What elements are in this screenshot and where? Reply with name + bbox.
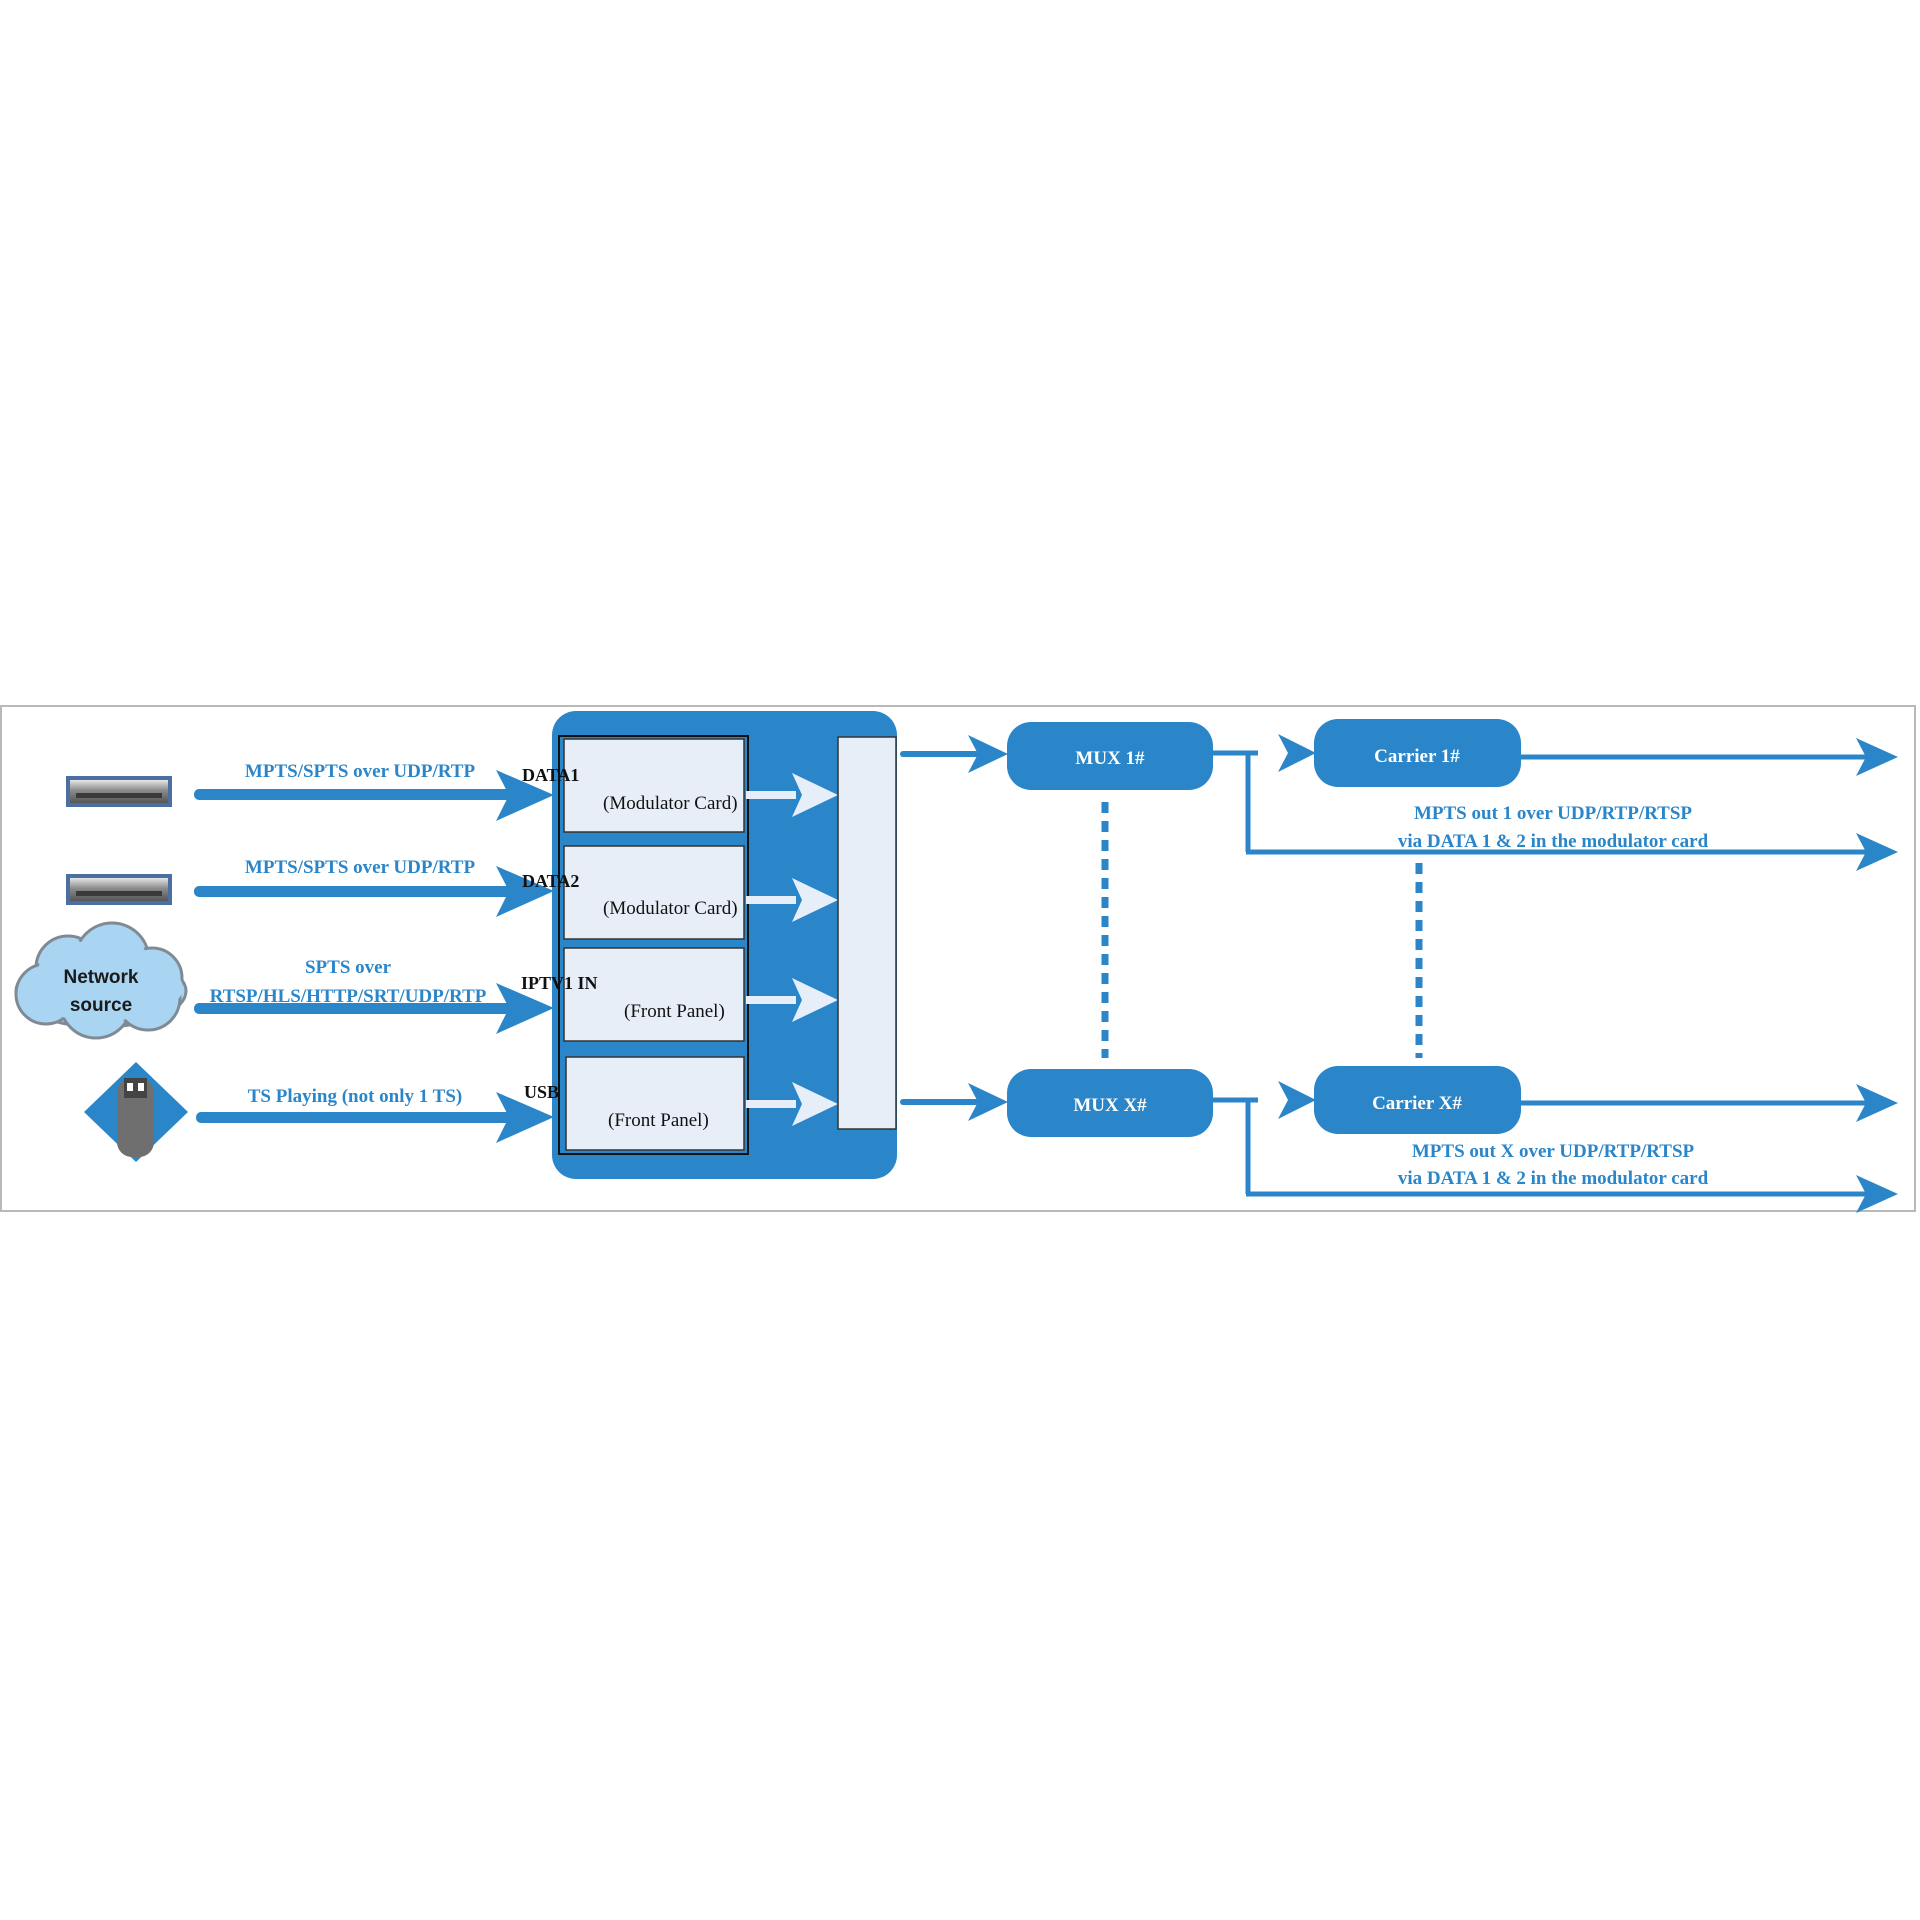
input-arrow-iptv (194, 983, 554, 1034)
card-label-data2: (Modulator Card) (603, 898, 738, 919)
input-cards-frame (558, 735, 749, 1155)
cloud-text-network: Network (64, 967, 139, 988)
input-card-usb (565, 1056, 745, 1151)
internal-bus (837, 736, 897, 1130)
output-label-1-line2: via DATA 1 & 2 in the modulator card (1398, 831, 1709, 852)
mux-1-label: MUX 1# (1075, 748, 1145, 769)
source-label-3-line1: SPTS over (305, 957, 392, 978)
port-label-usb: USB (524, 1082, 559, 1102)
port-label-data1: DATA1 (522, 765, 579, 785)
source-label-2: MPTS/SPTS over UDP/RTP (245, 857, 476, 878)
port-label-data2: DATA2 (522, 871, 579, 891)
output-label-1-line1: MPTS out 1 over UDP/RTP/RTSP (1414, 803, 1692, 824)
card-label-iptv: (Front Panel) (624, 1001, 725, 1022)
input-card-data1 (563, 738, 745, 833)
source-label-3-line2: RTSP/HLS/HTTP/SRT/UDP/RTP (210, 986, 487, 1007)
mux-x-label: MUX X# (1073, 1095, 1147, 1116)
carrier-x-node (1314, 1066, 1521, 1134)
input-arrow-data1 (194, 770, 554, 821)
output-label-x-line1: MPTS out X over UDP/RTP/RTSP (1412, 1141, 1695, 1162)
carrier-1-node (1314, 719, 1521, 787)
bus-to-mux-arrows (900, 735, 1008, 1121)
card-label-data1: (Modulator Card) (603, 793, 738, 814)
cloud-icon: Network source (14, 921, 188, 1040)
input-arrow-usb (196, 1092, 554, 1143)
card-label-usb: (Front Panel) (608, 1110, 709, 1131)
port-label-iptv: IPTV1 IN (521, 973, 598, 993)
network-switch-icon (66, 874, 172, 905)
carrier-1-label: Carrier 1# (1374, 746, 1460, 767)
mux-x-node (1007, 1069, 1213, 1137)
input-card-data2 (563, 845, 745, 940)
source-label-1: MPTS/SPTS over UDP/RTP (245, 761, 476, 782)
internal-arrows (746, 773, 838, 1126)
input-arrows (194, 770, 554, 1143)
source-label-4: TS Playing (not only 1 TS) (248, 1086, 463, 1107)
usb-drive-icon (84, 1062, 188, 1162)
input-arrow-data2 (194, 866, 554, 917)
carrier-x-label: Carrier X# (1372, 1093, 1462, 1114)
input-card-iptv (563, 947, 745, 1042)
cloud-text-source: source (70, 995, 132, 1016)
carrier-output-arrows (1521, 738, 1898, 1122)
output-label-x-line2: via DATA 1 & 2 in the modulator card (1398, 1168, 1709, 1189)
network-switch-icon (66, 776, 172, 807)
mux-to-carrier-arrows (1213, 734, 1898, 1213)
mux-1-node (1007, 722, 1213, 790)
